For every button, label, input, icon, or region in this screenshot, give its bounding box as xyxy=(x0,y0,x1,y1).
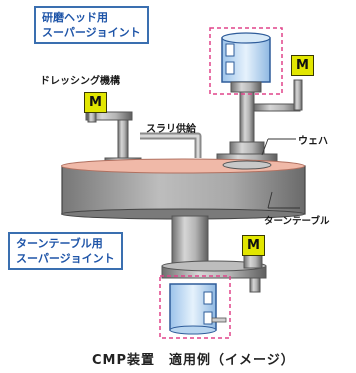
head-joint-outline xyxy=(209,27,283,95)
table-joint-label-line1: ターンテーブル用 xyxy=(16,237,103,250)
head-joint-label-line1: 研磨ヘッド用 xyxy=(42,11,108,24)
table-joint-outline xyxy=(159,275,231,339)
table-motor-badge: M xyxy=(242,235,265,256)
head-joint-label: 研磨ヘッド用 スーパージョイント xyxy=(34,6,149,44)
diagram-caption: CMP装置 適用例（イメージ） xyxy=(92,353,295,368)
turntable-label: ターンテーブル xyxy=(264,216,330,227)
slurry-label: スラリ供給 xyxy=(146,124,196,135)
wafer-disc xyxy=(222,160,272,170)
dressing-label: ドレッシング機構 xyxy=(40,76,120,87)
head-joint-label-line2: スーパージョイント xyxy=(42,26,141,39)
polishing-head-assembly xyxy=(209,27,303,167)
head-motor-badge: M xyxy=(291,55,314,76)
table-joint-label: ターンテーブル用 スーパージョイント xyxy=(8,232,123,270)
dressing-mechanism xyxy=(85,107,142,168)
wafer-label: ウェハ xyxy=(298,136,328,147)
slurry-pipe xyxy=(140,132,202,158)
table-joint-label-line2: スーパージョイント xyxy=(16,252,115,265)
leader-lines xyxy=(261,138,300,209)
dressing-motor-badge: M xyxy=(84,92,107,113)
turntable-drive xyxy=(159,215,267,339)
turntable xyxy=(61,158,306,220)
